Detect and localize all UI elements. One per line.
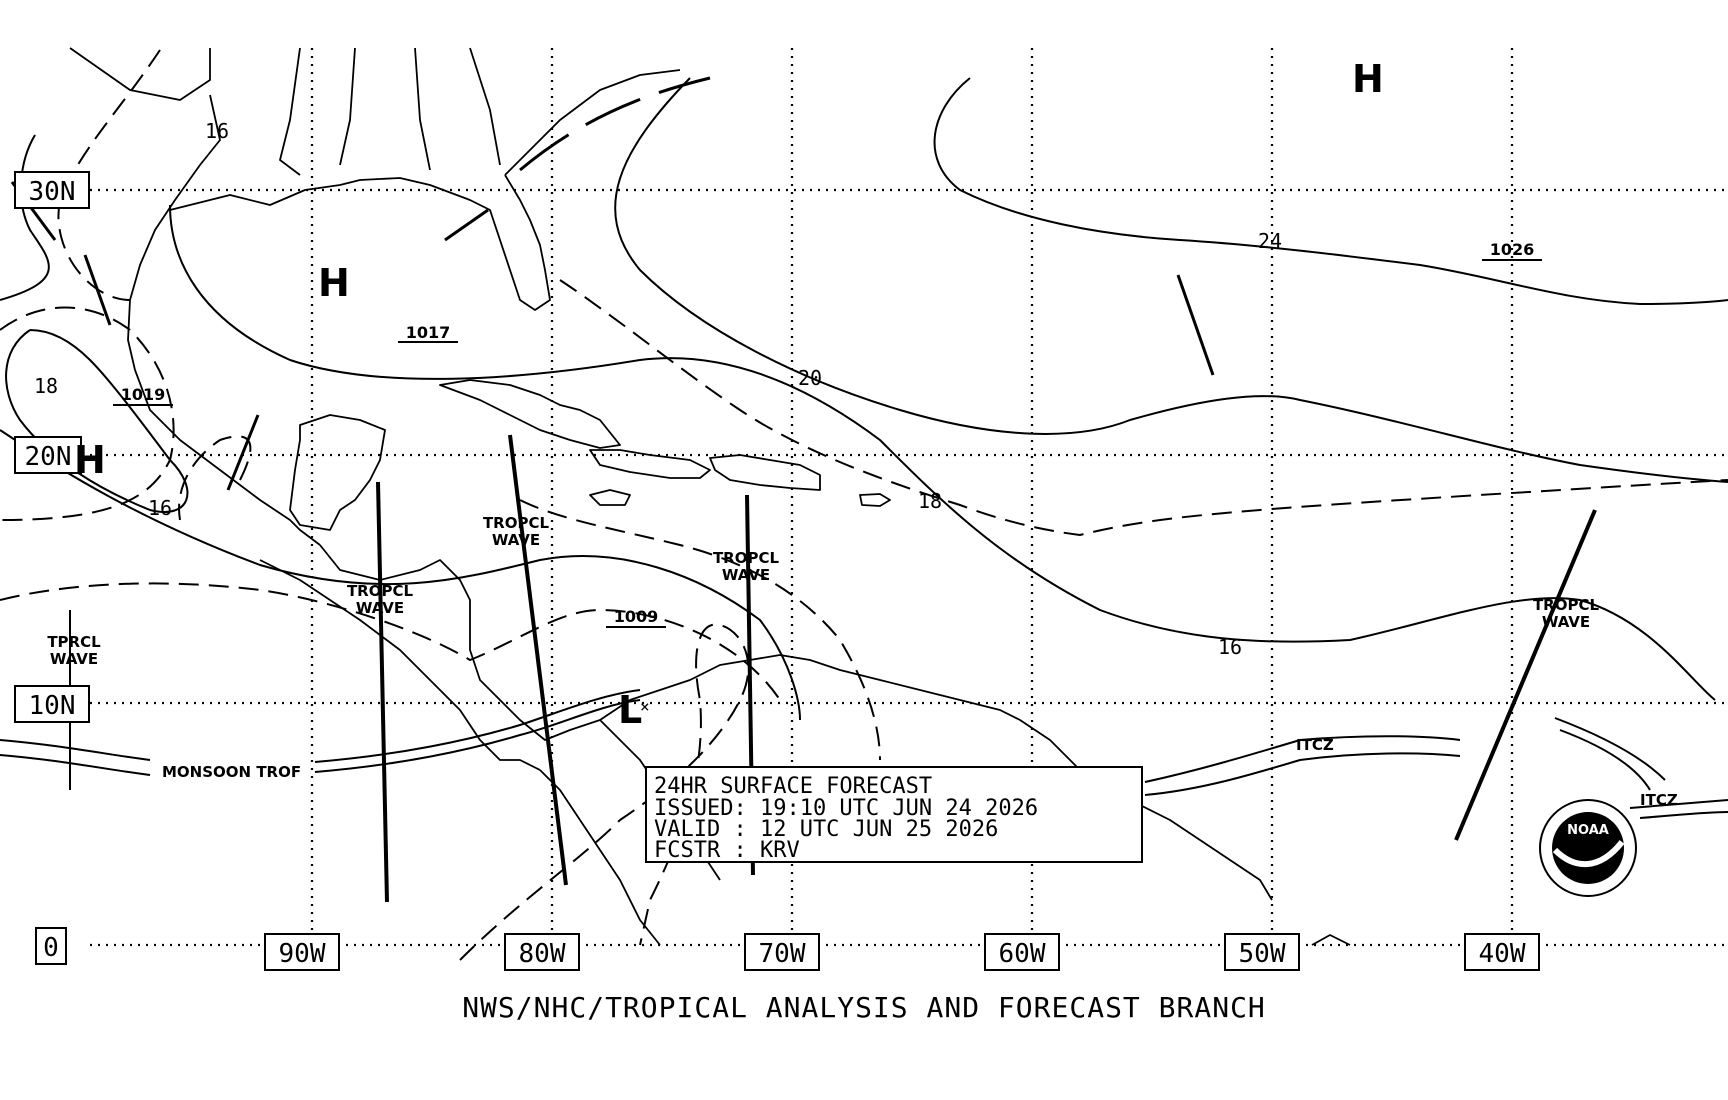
tropical-waves (69, 434, 1597, 903)
lat-label-30n: 30N (29, 177, 76, 207)
high-center-mexico: H (74, 438, 106, 482)
monsoon-trough-lines (0, 689, 641, 776)
footer-credit: NWS/NHC/TROPICAL ANALYSIS AND FORECAST B… (462, 991, 1266, 1024)
lon-label-40w: 40W (1479, 939, 1526, 969)
forecast-valid: VALID : 12 UTC JUN 25 2026 (654, 817, 998, 842)
lon-label-90w: 90W (279, 939, 326, 969)
high-center-gulf: H (318, 261, 350, 305)
high-value-1026: 1026 (1490, 240, 1535, 259)
lon-label-60w: 60W (999, 939, 1046, 969)
high-value-1017: 1017 (406, 323, 451, 342)
low-center-x-icon: × (640, 697, 650, 716)
noaa-logo: NOAA (1539, 799, 1637, 897)
isobar-label: 16 (1218, 635, 1242, 659)
lat-label-0: 0 (43, 933, 59, 963)
pressure-centers: H 1017 H 1019 H 1026 L 1009 × (74, 57, 1542, 732)
lat-lon-grid (90, 48, 1728, 947)
forecast-title: 24HR SURFACE FORECAST (654, 774, 932, 799)
lat-label-20n: 20N (25, 442, 72, 472)
lon-label-70w: 70W (759, 939, 806, 969)
isobar-label: 24 (1258, 229, 1282, 253)
monsoon-trough-label: MONSOON TROF (162, 763, 301, 781)
lat-label-10n: 10N (29, 691, 76, 721)
itcz-label: ITCZ (1296, 736, 1334, 754)
forecast-forecaster: FCSTR : KRV (654, 838, 800, 863)
isobar-label: 18 (34, 374, 58, 398)
high-center-atlantic: H (1352, 57, 1384, 101)
surface-troughs (10, 76, 1215, 491)
coastlines (69, 47, 1351, 946)
low-center-colombia: L (618, 688, 642, 732)
lon-labels: 90W 80W 70W 60W 50W 40W (264, 933, 1540, 971)
lat-labels: 30N 20N 10N 0 (14, 171, 90, 965)
high-value-1019: 1019 (121, 385, 166, 404)
lon-label-50w: 50W (1239, 939, 1286, 969)
low-value-1009: 1009 (614, 607, 659, 626)
isobar-labels: 16 18 16 24 20 18 16 (34, 119, 1282, 659)
noaa-logo-text: NOAA (1567, 823, 1609, 838)
isobar-label: 16 (205, 119, 229, 143)
forecast-issued: ISSUED: 19:10 UTC JUN 24 2026 (654, 796, 1038, 821)
isobar-label: 20 (798, 366, 822, 390)
isobar-label: 18 (918, 489, 942, 513)
isobar-label: 16 (148, 496, 172, 520)
forecast-info-box: 24HR SURFACE FORECAST ISSUED: 19:10 UTC … (645, 766, 1143, 863)
tropical-wave-line1: TROPCL (347, 582, 414, 600)
itcz-label: ITCZ (1640, 791, 1678, 809)
isobars (0, 77, 1728, 721)
lon-label-80w: 80W (519, 939, 566, 969)
itcz-bands (1144, 717, 1728, 819)
